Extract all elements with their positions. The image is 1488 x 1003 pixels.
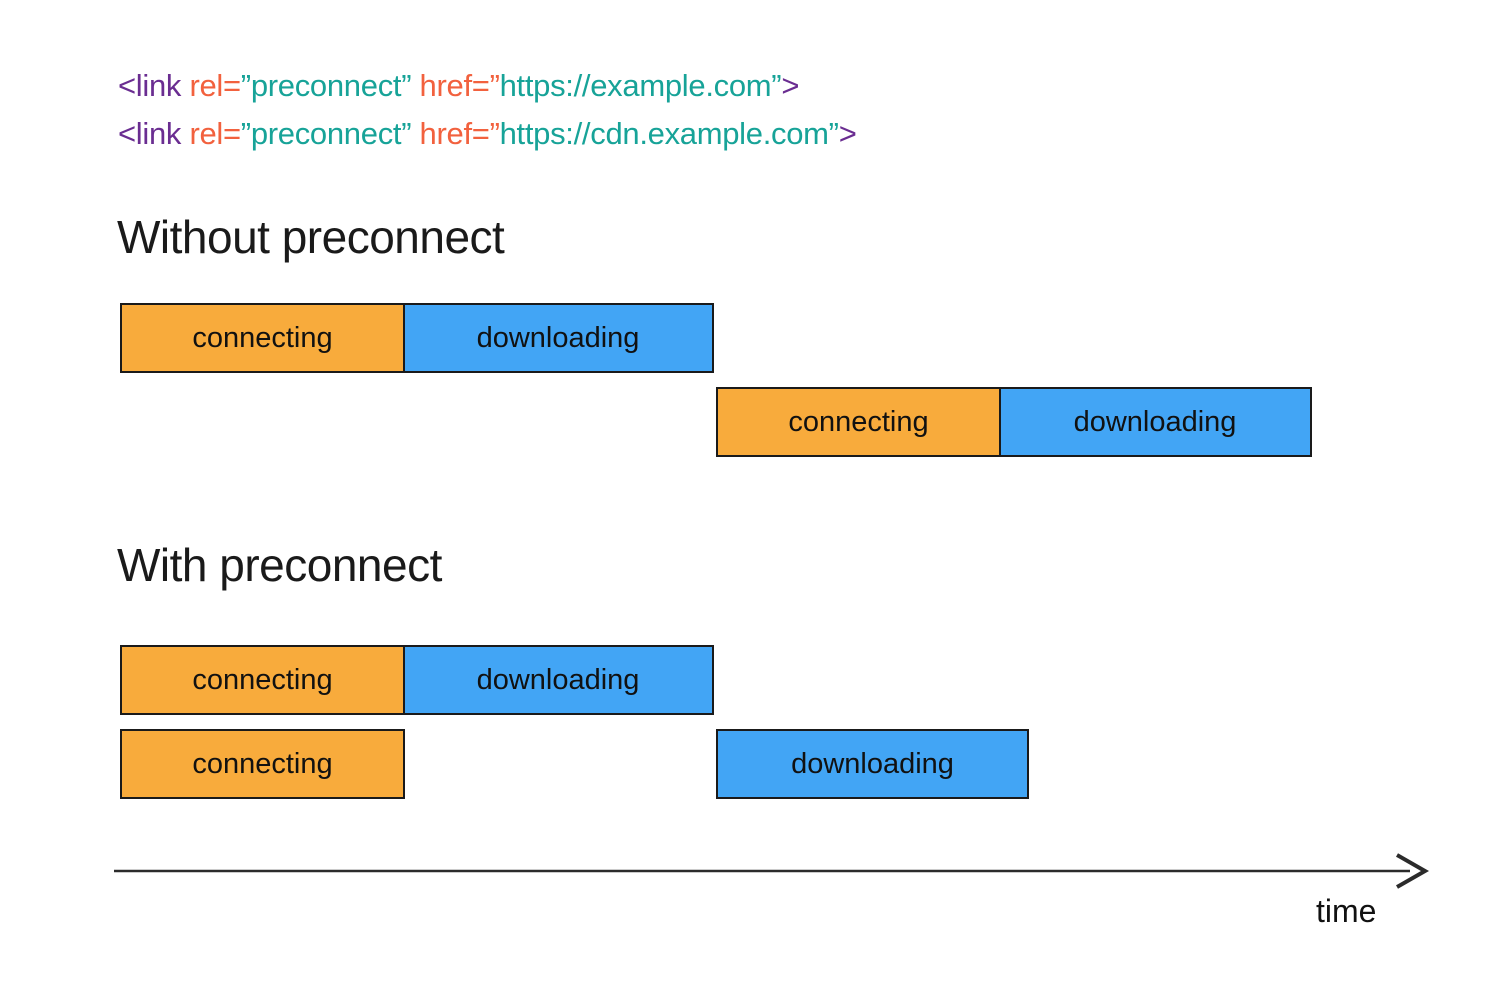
timeline-bar-without-request2: connecting downloading [716,387,1312,457]
code-token: ”preconnect” [240,68,412,103]
code-token: <link [118,116,182,151]
code-token: > [781,68,800,103]
downloading-segment: downloading [402,645,714,715]
connecting-segment: connecting [716,387,1001,457]
timeline-bar-with-request1: connecting downloading [120,645,714,715]
timeline-bar-with-request2-downloading: downloading [716,729,1029,799]
code-line-2: <link rel=”preconnect” href=”https://cdn… [118,114,857,162]
code-token: <link [118,68,182,103]
code-token: rel= [181,68,241,103]
code-snippet: <link rel=”preconnect” href=”https://exa… [118,66,857,162]
code-token: href=” [411,116,500,151]
connecting-segment: connecting [120,303,405,373]
code-token: > [838,116,857,151]
downloading-segment: downloading [716,729,1029,799]
time-axis-arrow [114,853,1430,889]
time-axis-label: time [1316,893,1377,929]
code-token: https://example.com” [499,68,782,103]
code-line-1: <link rel=”preconnect” href=”https://exa… [118,66,857,114]
with-preconnect-heading: With preconnect [117,539,442,591]
without-preconnect-heading: Without preconnect [117,211,505,263]
code-token: ”preconnect” [240,116,412,151]
code-token: href=” [411,68,500,103]
timeline-bar-with-request2-connecting: connecting [120,729,405,799]
connecting-segment: connecting [120,729,405,799]
downloading-segment: downloading [998,387,1312,457]
code-token: rel= [181,116,241,151]
code-token: https://cdn.example.com” [499,116,839,151]
timeline-bar-without-request1: connecting downloading [120,303,714,373]
downloading-segment: downloading [402,303,714,373]
connecting-segment: connecting [120,645,405,715]
